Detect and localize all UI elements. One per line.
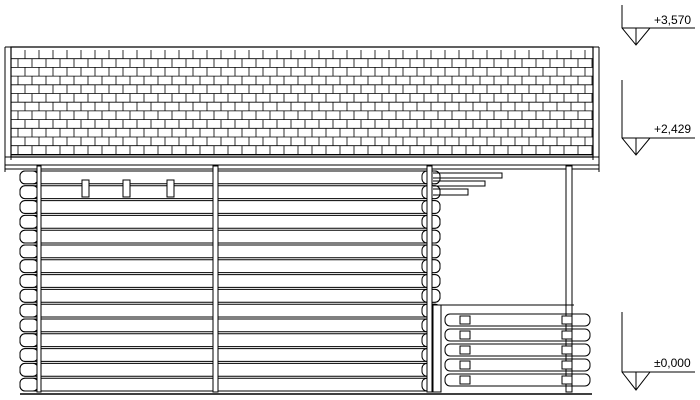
log-course (19, 348, 441, 362)
left-verge-board (4, 46, 12, 172)
rail-notch (459, 315, 471, 325)
rail-notch (561, 330, 573, 340)
log-end-left (19, 185, 39, 200)
log-end-left (19, 318, 39, 333)
elevation-mark-top: +3,570 (621, 5, 695, 46)
fascia-board (4, 156, 600, 166)
log-end-left (19, 348, 39, 362)
log-course (19, 200, 441, 214)
wall-posts (36, 165, 573, 393)
window-frame (81, 179, 90, 198)
rail-log (444, 343, 591, 357)
rafter-end (433, 180, 486, 187)
terrace-post (432, 304, 442, 393)
rail-log (444, 313, 591, 327)
log-course (19, 259, 441, 274)
elevation-label-ground: ±0,000 (654, 356, 691, 370)
elevation-marker-ground-icon (621, 312, 695, 391)
log (19, 214, 441, 229)
elevation-mark-ground: ±0,000 (621, 312, 695, 391)
roof-tiles (11, 50, 593, 156)
log-end-left (19, 229, 39, 244)
rail-log (444, 373, 591, 387)
rail-log (444, 328, 591, 342)
terrace-post (565, 165, 573, 393)
wall-post (426, 165, 433, 393)
log (19, 200, 441, 214)
log-end-left (19, 303, 39, 318)
window-frame (122, 179, 131, 198)
log-end-left (19, 214, 39, 229)
log-course (19, 244, 441, 259)
log (19, 259, 441, 274)
rafter-ends (433, 172, 503, 196)
log (19, 244, 441, 259)
log (19, 377, 441, 392)
log-end-left (19, 259, 39, 274)
log-course (19, 362, 441, 377)
log-wall (19, 170, 441, 392)
log (19, 318, 441, 333)
terrace-rail (441, 304, 591, 387)
rail-notch (561, 360, 573, 370)
log-course (19, 377, 441, 392)
rail-notch (561, 375, 573, 385)
rail-notch (459, 375, 471, 385)
elevation-label-top: +3,570 (654, 13, 691, 27)
rail-notch (459, 330, 471, 340)
roof-outline (4, 46, 600, 172)
log-end-left (19, 170, 39, 185)
log-course (19, 214, 441, 229)
rail-notch (561, 345, 573, 355)
window-frames (81, 179, 175, 198)
right-verge-board (592, 46, 600, 172)
window-frame (166, 179, 175, 198)
roof-tile-grid (11, 50, 593, 156)
log (19, 348, 441, 362)
elevation-mark-eave: +2,429 (621, 80, 695, 156)
rail-log (444, 358, 591, 372)
log (19, 362, 441, 377)
rafter-end (433, 188, 469, 196)
wall-post (36, 165, 42, 393)
log-end-left (19, 362, 39, 377)
log-end-left (19, 377, 39, 392)
rafter-end (433, 172, 503, 179)
elevation-label-eave: +2,429 (654, 122, 691, 136)
log-end-left (19, 244, 39, 259)
log-course (19, 274, 441, 288)
log (19, 229, 441, 244)
rail-notch (459, 360, 471, 370)
log-end-left (19, 200, 39, 214)
log (19, 333, 441, 348)
log-end-left (19, 288, 39, 303)
log-course (19, 229, 441, 244)
rail-notch (459, 345, 471, 355)
log-end-left (19, 274, 39, 288)
log-course (19, 303, 441, 318)
log-course (19, 288, 441, 303)
log-end-left (19, 333, 39, 348)
log (19, 303, 441, 318)
log (19, 274, 441, 288)
log-course (19, 333, 441, 348)
elevation-marker-top-icon (621, 5, 695, 46)
wall-post (212, 165, 219, 393)
elevation-marker-eave-icon (621, 80, 695, 156)
rail-notch (561, 315, 573, 325)
log-course (19, 318, 441, 333)
log (19, 288, 441, 303)
